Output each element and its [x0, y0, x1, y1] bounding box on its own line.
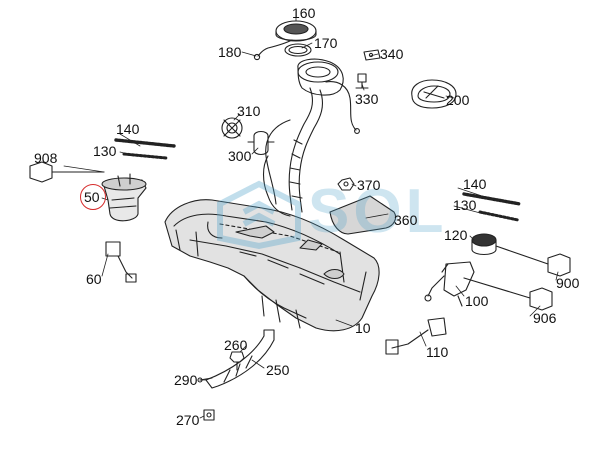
strap-nut-part	[203, 409, 215, 421]
callout-130-left: 130	[93, 143, 117, 159]
callout-260: 260	[224, 337, 248, 353]
callout-130-right: 130	[453, 197, 477, 213]
connector-right-part	[495, 245, 571, 277]
callout-290: 290	[174, 372, 198, 388]
callout-50: 50	[84, 189, 100, 205]
callout-900: 900	[556, 275, 580, 291]
tank-strap-part	[205, 329, 275, 389]
callout-330: 330	[355, 91, 379, 107]
pump-bracket-part	[424, 261, 475, 307]
valve-body-part	[247, 130, 275, 156]
pump-cap-part	[471, 233, 497, 256]
clip-part	[355, 73, 369, 89]
callout-170: 170	[314, 35, 338, 51]
callout-10: 10	[355, 320, 371, 336]
fuel-tank-part	[164, 199, 380, 332]
callout-340: 340	[380, 46, 404, 62]
callout-160: 160	[292, 5, 316, 21]
bracket-part	[363, 49, 381, 61]
nut-part	[337, 177, 355, 191]
pump-module-part	[101, 173, 147, 222]
callout-200: 200	[446, 92, 470, 108]
filler-flap-part	[411, 79, 457, 109]
highlight-circle	[80, 184, 106, 210]
connector-right-lower-part	[463, 277, 553, 311]
filler-neck-hoses	[262, 58, 360, 217]
callout-250: 250	[266, 362, 290, 378]
strap-bolt-part	[229, 351, 245, 371]
lock-ring-part	[114, 138, 176, 148]
callout-100: 100	[465, 293, 489, 309]
callout-360: 360	[394, 212, 418, 228]
filler-cap-part	[275, 20, 317, 42]
callout-370: 370	[357, 177, 381, 193]
callout-270: 270	[176, 412, 200, 428]
lock-ring-right-part	[462, 192, 522, 206]
callout-60: 60	[86, 271, 102, 287]
callout-140-right: 140	[463, 176, 487, 192]
callout-180: 180	[218, 44, 242, 60]
callout-908: 908	[34, 150, 58, 166]
callout-140-left: 140	[116, 121, 140, 137]
connector-left-part	[29, 161, 105, 183]
callout-300: 300	[228, 148, 252, 164]
cover-plate-part	[329, 195, 397, 235]
callout-906: 906	[533, 310, 557, 326]
seal-strip-right-part	[478, 210, 520, 222]
valve-part	[221, 117, 243, 139]
callout-110: 110	[426, 344, 449, 360]
seal-ring-part	[284, 43, 312, 57]
callout-120: 120	[444, 227, 468, 243]
level-sender-part	[105, 241, 137, 283]
callout-310: 310	[237, 103, 261, 119]
tether-part	[253, 39, 293, 61]
